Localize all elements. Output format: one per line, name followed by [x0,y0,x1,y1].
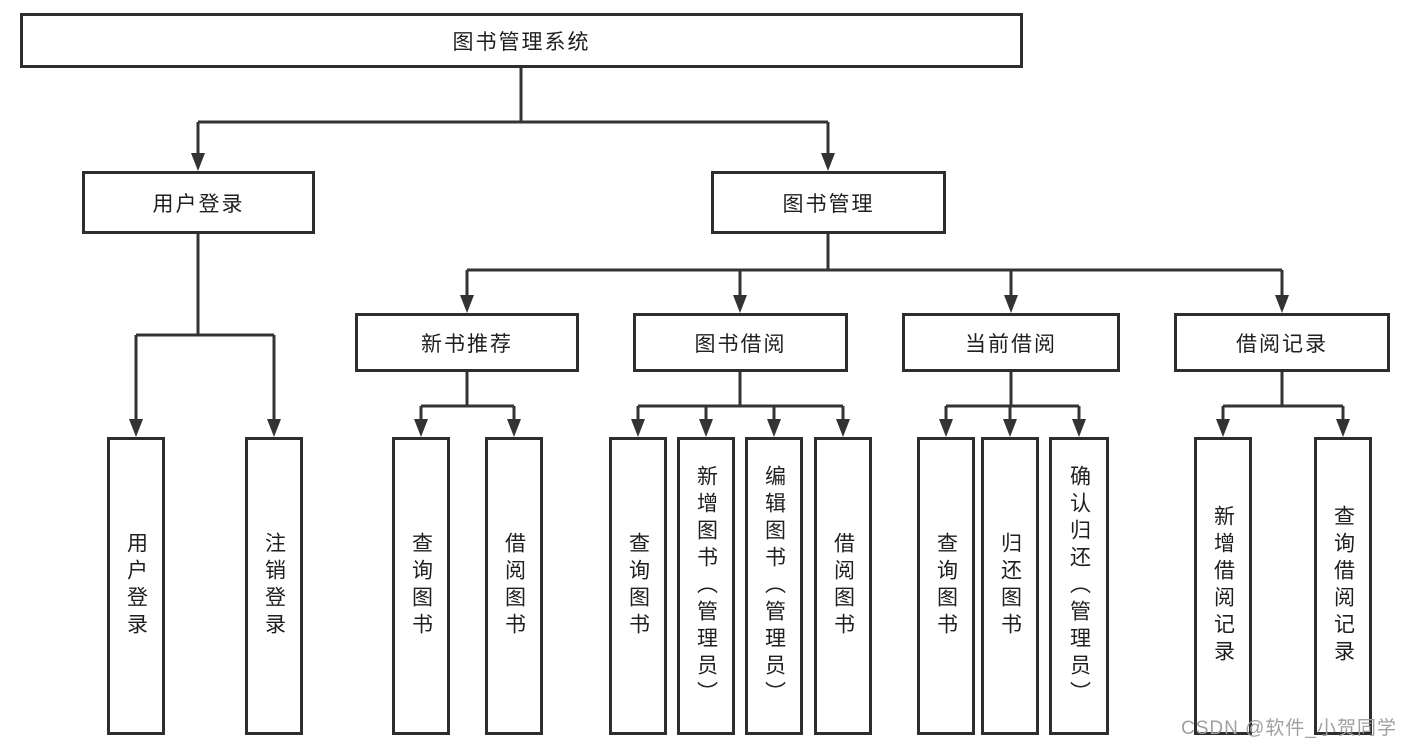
leaf-edit-book-admin: 编辑图书（管理员） [745,437,803,735]
connector-user-login-to-leaves [134,234,276,422]
node-new-book-recommendation: 新书推荐 [355,313,579,372]
leaf-query-borrow-record: 查询借阅记录 [1314,437,1372,735]
node-label: 借阅记录 [1236,332,1328,356]
leaf-label: 新增借阅记录 [1211,505,1235,667]
leaf-label: 查询图书 [934,532,958,640]
leaf-label: 查询借阅记录 [1331,505,1355,667]
connector-new-book-rec-to-leaves [419,372,516,422]
leaf-add-book-admin: 新增图书（管理员） [677,437,735,735]
node-book-management: 图书管理 [711,171,946,234]
leaf-label: 查询图书 [626,532,650,640]
node-label: 图书管理 [782,192,875,216]
leaf-label: 用户登录 [124,532,148,640]
leaf-label: 借阅图书 [831,532,855,640]
node-label: 图书借阅 [694,332,787,356]
node-borrowing-records: 借阅记录 [1174,313,1390,372]
leaf-query-books-recommend: 查询图书 [392,437,450,735]
leaf-logout: 注销登录 [245,437,303,735]
connector-borrowing-records-to-leaves [1221,372,1345,422]
connector-book-borrowing-to-leaves [636,372,845,422]
connector-book-mgmt-to-level3 [465,234,1284,298]
connector-current-borrowing-to-leaves [944,372,1081,422]
node-current-borrowing: 当前借阅 [902,313,1120,372]
leaf-borrow-books-recommend: 借阅图书 [485,437,543,735]
leaf-borrow-books-borrowing: 借阅图书 [814,437,872,735]
node-library-management-system: 图书管理系统 [20,13,1023,68]
node-label: 用户登录 [152,192,245,216]
leaf-label: 确认归还（管理员） [1067,464,1091,708]
leaf-return-book: 归还图书 [981,437,1039,735]
leaf-label: 借阅图书 [502,532,526,640]
csdn-watermark: CSDN @软件_小贺同学 [1181,718,1397,739]
node-label: 当前借阅 [965,332,1057,356]
node-label: 新书推荐 [421,332,513,356]
node-book-borrowing: 图书借阅 [633,313,848,372]
leaf-add-borrow-record: 新增借阅记录 [1194,437,1252,735]
leaf-label: 编辑图书（管理员） [762,464,786,708]
node-user-login: 用户登录 [82,171,315,234]
leaf-query-books-borrowing: 查询图书 [609,437,667,735]
connector-root-to-level2 [196,68,830,156]
leaf-label: 新增图书（管理员） [694,464,718,708]
node-label: 图书管理系统 [452,30,591,54]
leaf-label: 查询图书 [409,532,433,640]
leaf-query-books-current: 查询图书 [917,437,975,735]
leaf-label: 注销登录 [262,532,286,640]
leaf-label: 归还图书 [998,532,1022,640]
leaf-confirm-return-admin: 确认归还（管理员） [1049,437,1109,735]
leaf-user-login: 用户登录 [107,437,165,735]
